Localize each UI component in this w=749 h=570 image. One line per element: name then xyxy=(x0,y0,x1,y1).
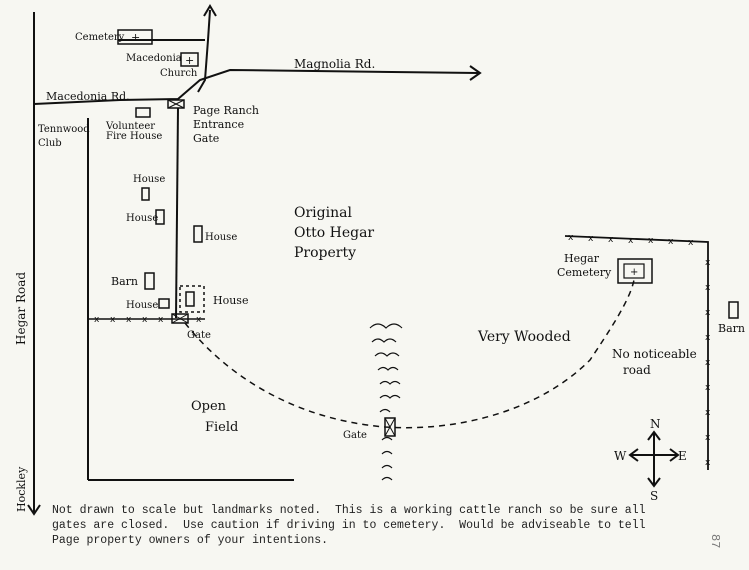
label-house: House xyxy=(133,174,165,185)
woods-gate-symbol xyxy=(384,417,396,437)
hegar-property-fence xyxy=(564,235,709,470)
label-house: House xyxy=(213,294,248,307)
label-entrance: Entrance xyxy=(193,118,244,131)
label-hegar-road: Hegar Road xyxy=(14,272,28,345)
svg-text:x: x xyxy=(588,234,594,244)
svg-text:x: x xyxy=(668,237,674,247)
label-road: road xyxy=(623,363,651,377)
svg-text:x: x xyxy=(705,283,711,293)
label-magnolia-road: Magnolia Rd. xyxy=(294,57,375,71)
svg-text:x: x xyxy=(94,315,100,325)
compass-north-label: N xyxy=(650,417,661,431)
label-entrance-gate: Gate xyxy=(193,132,219,145)
property-fence-marks: x x x x x x x x x x x x x x x x xyxy=(568,233,711,468)
svg-text:x: x xyxy=(688,238,694,248)
house-symbol xyxy=(155,209,165,225)
svg-text:x: x xyxy=(608,235,614,245)
church-symbol xyxy=(180,52,199,67)
label-original: Original xyxy=(294,205,352,221)
barn-symbol xyxy=(144,272,155,290)
label-macedonia-road: Macedonia Rd. xyxy=(46,90,130,103)
cemetery-cross: + xyxy=(131,31,140,44)
north-road-arrow xyxy=(203,4,217,17)
house-symbol xyxy=(158,298,170,309)
label-volunteer: Volunteer xyxy=(105,121,155,132)
svg-text:x: x xyxy=(628,236,634,246)
label-cemetery: Cemetery xyxy=(75,32,125,43)
label-barn: Barn xyxy=(718,322,745,335)
barn-right-symbol xyxy=(728,301,739,319)
north-road-line xyxy=(197,9,211,93)
label-no-noticeable: No noticeable xyxy=(612,347,697,361)
dashed-trail xyxy=(184,279,635,429)
svg-text:x: x xyxy=(705,383,711,393)
entrance-gate-symbol xyxy=(167,99,185,109)
svg-text:x: x xyxy=(705,433,711,443)
label-hockley: Hockley xyxy=(15,466,28,512)
svg-text:x: x xyxy=(705,308,711,318)
house-symbol xyxy=(193,225,203,243)
house-symbol xyxy=(185,291,195,307)
label-church: Church xyxy=(160,68,198,79)
house-enclosure xyxy=(179,285,205,313)
fire-house-symbol xyxy=(135,107,151,118)
svg-text:x: x xyxy=(142,315,148,325)
map-note: Not drawn to scale but landmarks noted. … xyxy=(52,504,646,547)
label-barn: Barn xyxy=(111,275,138,288)
compass-east-label: E xyxy=(678,449,687,463)
svg-text:x: x xyxy=(568,233,574,243)
hegar-cemetery-cross: + xyxy=(630,267,638,278)
svg-text:x: x xyxy=(705,258,711,268)
label-gate: Gate xyxy=(187,330,211,341)
svg-text:x: x xyxy=(648,236,654,246)
label-page-ranch: Page Ranch xyxy=(193,104,259,117)
macedonia-road-line xyxy=(33,68,479,105)
label-hegar-cemetery: Cemetery xyxy=(557,266,612,279)
label-macedonia: Macedonia xyxy=(126,53,182,64)
cemetery-symbol xyxy=(117,29,153,45)
label-field: Field xyxy=(205,420,238,435)
svg-text:x: x xyxy=(126,315,132,325)
label-gate: Gate xyxy=(343,430,367,441)
label-hegar: Hegar xyxy=(564,252,600,265)
svg-text:x: x xyxy=(158,315,164,325)
label-otto-hegar: Otto Hegar xyxy=(294,225,374,241)
ranch-road-line xyxy=(175,107,179,319)
compass-south-label: S xyxy=(650,489,658,503)
label-house: House xyxy=(126,300,158,311)
ranch-gate-symbol xyxy=(171,313,189,324)
svg-text:x: x xyxy=(705,458,711,468)
svg-text:x: x xyxy=(196,315,202,325)
church-cross: + xyxy=(185,54,194,67)
hockley-arrow xyxy=(27,504,41,516)
hegar-cemetery-enclosure xyxy=(617,258,653,284)
svg-text:x: x xyxy=(705,408,711,418)
svg-text:x: x xyxy=(705,333,711,343)
house-symbol xyxy=(141,187,150,201)
label-tennwood: Tennwood xyxy=(38,124,90,135)
label-club: Club xyxy=(38,138,62,149)
compass-west-label: W xyxy=(614,449,627,463)
compass-rose xyxy=(628,430,680,488)
label-house: House xyxy=(205,232,237,243)
svg-text:x: x xyxy=(705,358,711,368)
label-very-wooded: Very Wooded xyxy=(477,329,571,345)
tree-line xyxy=(369,323,403,481)
hegar-cemetery-symbol xyxy=(623,263,645,279)
label-fire-house: Fire House xyxy=(106,131,162,142)
svg-text:x: x xyxy=(110,315,116,325)
label-open: Open xyxy=(191,399,227,414)
label-property: Property xyxy=(294,245,356,261)
page-number: 87 xyxy=(708,534,722,549)
magnolia-road-arrow xyxy=(469,65,482,81)
label-house: House xyxy=(126,213,158,224)
